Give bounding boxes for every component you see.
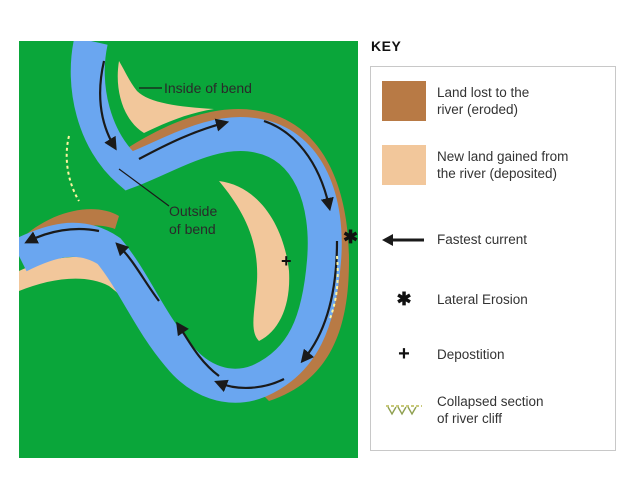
key-item-eroded: Land lost to the river (eroded) [371, 81, 615, 121]
asterisk-icon: ✱ [396, 289, 412, 309]
key-item-deposition-label: Depostition [437, 347, 505, 362]
current-arrow-3 [263, 119, 334, 212]
key-item-deposited-line2: the river (deposited) [437, 166, 558, 181]
eroded-bank-lower [19, 209, 119, 256]
current-arrow-7 [115, 242, 160, 302]
eroded-swatch [382, 81, 426, 121]
key-item-deposition: + Depostition [371, 343, 615, 366]
key-item-lateral-erosion: ✱ Lateral Erosion [371, 289, 615, 310]
key-item-lateral-erosion-label: Lateral Erosion [437, 292, 528, 307]
key-item-deposited: New land gained from the river (deposite… [371, 145, 615, 185]
key-legend: Land lost to the river (eroded) New land… [370, 66, 616, 451]
current-arrow-6 [176, 321, 220, 377]
key-item-collapsed-cliff-line2: of river cliff [437, 411, 503, 426]
fastest-current-arrows [24, 60, 339, 393]
key-item-collapsed-cliff-line1: Collapsed section [437, 394, 544, 409]
key-item-eroded-line2: river (eroded) [437, 102, 519, 117]
deposit-bar-middle [219, 181, 290, 341]
current-arrow-2 [138, 118, 230, 160]
deposition-mark: + [281, 251, 292, 271]
collapsed-cliff-marks [65, 135, 339, 322]
key-item-collapsed-cliff: Collapsed section of river cliff [371, 393, 615, 427]
plus-icon: + [398, 343, 410, 365]
deposit-bar-upper [117, 61, 214, 133]
outside-of-bend-label-line1: Outside [169, 203, 217, 219]
key-title: KEY [371, 38, 402, 54]
current-arrow-5 [214, 378, 285, 393]
meander-diagram: ✱ + Inside of bend Outside of bend [19, 41, 358, 458]
river-channel [19, 41, 342, 403]
lateral-erosion-mark: ✱ [343, 227, 358, 247]
inside-of-bend-label: Inside of bend [164, 80, 252, 96]
key-item-eroded-line1: Land lost to the [437, 85, 530, 100]
current-arrow-1 [99, 60, 117, 151]
deposited-swatch [382, 145, 426, 185]
key-item-fastest-current-label: Fastest current [437, 232, 528, 247]
outside-of-bend-label-line2: of bend [169, 221, 216, 237]
collapsed-cliff-icon [386, 405, 422, 416]
current-arrow-8 [24, 227, 100, 244]
key-item-fastest-current: Fastest current [371, 231, 615, 248]
arrow-icon [382, 233, 424, 246]
key-item-deposited-line1: New land gained from [437, 149, 569, 164]
deposit-bar-lower [19, 256, 174, 341]
outside-bend-leader [118, 168, 170, 207]
